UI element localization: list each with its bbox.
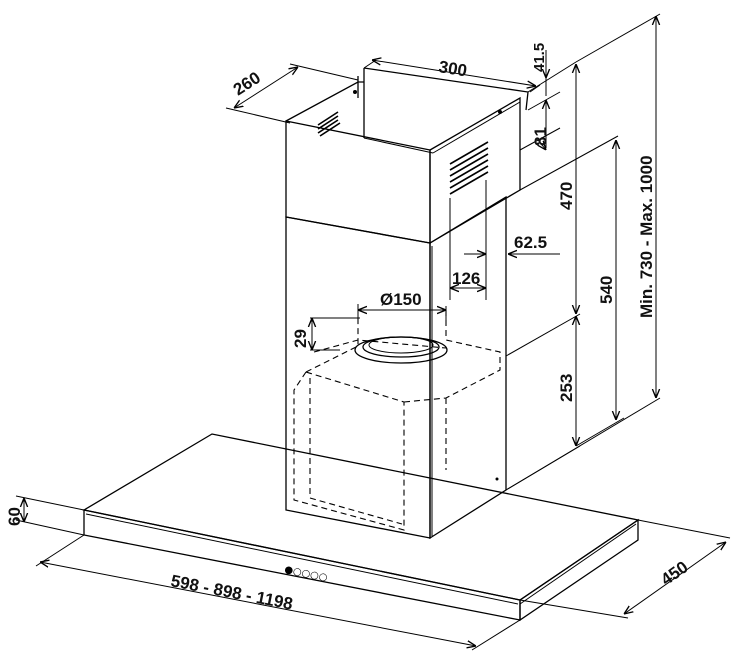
label-126: 126	[452, 269, 480, 288]
label-300: 300	[437, 57, 468, 80]
label-260: 260	[230, 68, 264, 99]
label-81: 81	[531, 127, 550, 146]
hidden-motor-housing	[293, 310, 501, 531]
canopy-top-face	[82, 433, 640, 601]
label-diameter-150: Ø150	[380, 290, 422, 309]
label-253: 253	[557, 374, 576, 402]
label-62-5: 62.5	[514, 233, 547, 252]
dimension-lines	[15, 13, 731, 651]
side-vent	[449, 141, 489, 195]
label-41-5: 41.5	[531, 43, 548, 72]
canopy-side-face	[519, 518, 639, 622]
label-730-1000: Min. 730 - Max. 1000	[637, 155, 656, 318]
canopy: ●○○○○	[82, 433, 640, 622]
back-vent	[317, 111, 341, 137]
dimension-labels: 260 300 41.5 81 470 62.5 126 Ø150 29 253…	[5, 43, 692, 614]
canopy-front-face	[83, 509, 521, 621]
label-598-898-1198: 598 - 898 - 1198	[169, 571, 294, 613]
label-470: 470	[557, 182, 576, 210]
label-540: 540	[597, 276, 616, 304]
control-indicators: ●○○○○	[283, 564, 328, 583]
label-60: 60	[5, 507, 24, 526]
label-29: 29	[291, 329, 310, 348]
upper-chimney	[285, 67, 529, 245]
label-450: 450	[657, 557, 691, 589]
